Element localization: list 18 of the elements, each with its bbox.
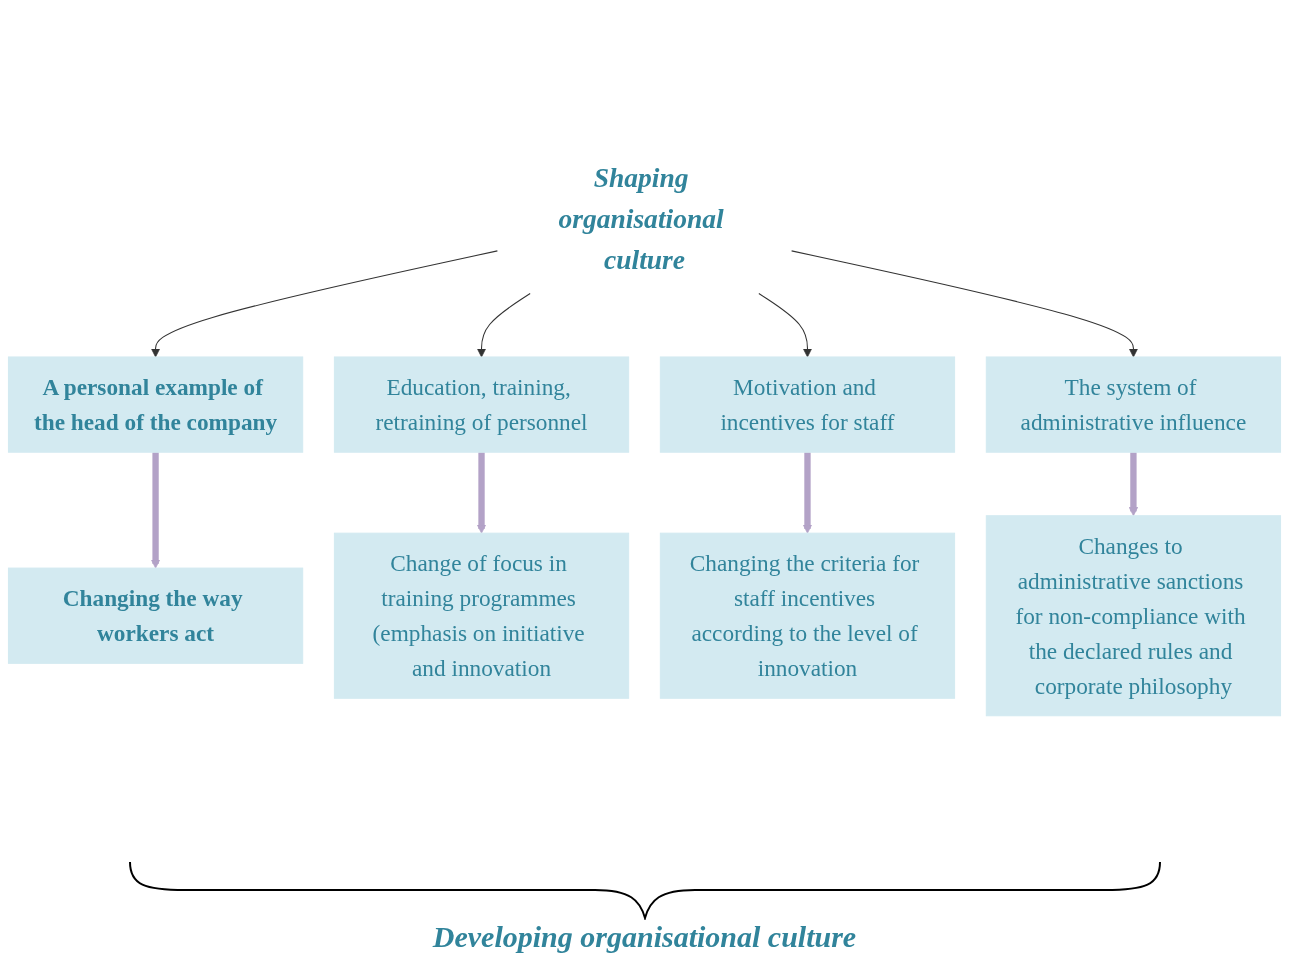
node-box: Changing the criteria for staff incentives according to the level of innovation bbox=[659, 532, 956, 699]
node-box: A personal example of the head of the company bbox=[7, 356, 304, 453]
arrow bbox=[791, 250, 1139, 358]
node-text: Shaping organisational culture bbox=[558, 162, 724, 276]
arrow bbox=[802, 452, 813, 534]
node-box: Change of focus in training programmes (emphasis on initiative and innovation bbox=[333, 532, 630, 699]
arrow bbox=[150, 452, 161, 569]
node-box: The system of administrative influence bbox=[985, 356, 1282, 453]
node-box: Changes to administrative sanctions for non-compliance with the declared rules and corporate philosophy bbox=[985, 515, 1282, 717]
arrow bbox=[150, 250, 498, 358]
caption: Developing organisational culture bbox=[432, 920, 857, 954]
arrow bbox=[758, 292, 813, 358]
arrow bbox=[1128, 452, 1139, 517]
node-box: Education, training, retraining of personnel bbox=[333, 356, 630, 453]
arrow bbox=[476, 292, 531, 358]
node-box: Motivation and incentives for staff bbox=[659, 356, 956, 453]
arrow bbox=[476, 452, 487, 534]
node-box: Changing the way workers act bbox=[7, 567, 304, 664]
